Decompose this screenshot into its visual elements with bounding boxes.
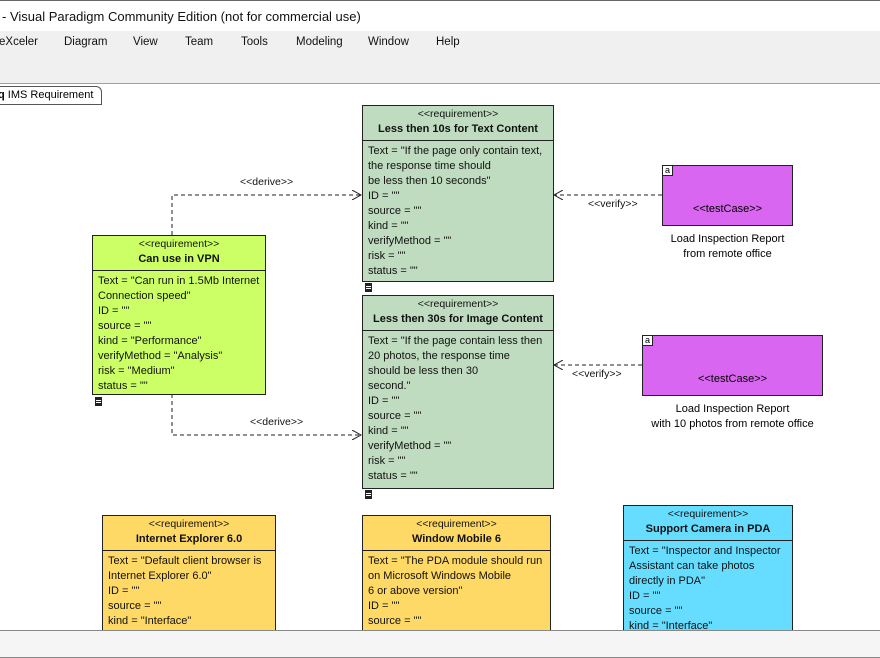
- testcase-icon: a: [643, 336, 653, 346]
- testcase-name: Load Inspection Report with 10 photos fr…: [651, 403, 814, 430]
- requirement-ie6[interactable]: <<requirement>> Internet Explorer 6.0 Tex…: [102, 515, 276, 630]
- menu-bar: eXceler Diagram View Team Tools Modeling…: [0, 31, 880, 53]
- derive-label: <<derive>>: [240, 176, 294, 188]
- requirement-text-content[interactable]: <<requirement>> Less then 10s for Text Co…: [362, 105, 554, 282]
- requirement-properties: Text = "Default client browser is Intern…: [108, 555, 262, 627]
- requirement-pda-camera[interactable]: <<requirement>> Support Camera in PDA Tex…: [623, 505, 793, 630]
- status-bar: [0, 630, 880, 658]
- derive-label: <<derive>>: [250, 416, 304, 428]
- stereotype: <<requirement>>: [148, 518, 230, 530]
- verify-label: <<verify>>: [572, 368, 622, 380]
- menu-team[interactable]: Team: [185, 36, 214, 48]
- document-icon: [95, 397, 102, 406]
- document-icon: [365, 490, 372, 499]
- diagram-tab-label: IMS Requirement: [7, 89, 94, 101]
- stereotype: <<testCase>>: [697, 373, 768, 385]
- menu-diagram[interactable]: Diagram: [64, 36, 108, 48]
- requirement-properties: Text = "If the page only contain text, t…: [368, 145, 543, 277]
- stereotype: <<requirement>>: [138, 238, 220, 250]
- derive-connector-1[interactable]: [171, 195, 361, 235]
- requirement-name: Internet Explorer 6.0: [135, 533, 243, 545]
- stereotype: <<requirement>>: [417, 108, 499, 120]
- menu-view[interactable]: View: [133, 36, 158, 48]
- testcase-name: Load Inspection Report from remote offic…: [670, 233, 785, 260]
- testcase-remote-office[interactable]: a <<testCase>> Load Inspection Report fr…: [662, 165, 793, 260]
- requirement-name: Less then 30s for Image Content: [373, 313, 543, 325]
- testcase-photos[interactable]: a <<testCase>> Load Inspection Report wi…: [642, 335, 823, 430]
- menu-help[interactable]: Help: [436, 36, 460, 48]
- connectors: [171, 84, 662, 630]
- stereotype: <<testCase>>: [692, 203, 763, 215]
- menu-exceler[interactable]: eXceler: [0, 36, 38, 48]
- verify-label: <<verify>>: [588, 198, 638, 210]
- requirement-properties: Text = "Inspector and Inspector Assistan…: [629, 545, 781, 630]
- requirement-properties: Text = "If the page contain less then 20…: [368, 335, 543, 482]
- requirement-name: Less then 10s for Text Content: [378, 123, 538, 135]
- requirement-name: Window Mobile 6: [411, 533, 502, 545]
- requirement-properties: Text = "The PDA module should run on Mic…: [368, 555, 543, 627]
- requirement-name: Can use in VPN: [138, 253, 220, 265]
- derive-connector-2[interactable]: [171, 394, 361, 435]
- diagram-tab[interactable]: q IMS Requirement: [0, 86, 103, 105]
- stereotype: <<requirement>>: [667, 508, 749, 520]
- document-icon: [365, 283, 372, 292]
- requirement-name: Support Camera in PDA: [645, 523, 771, 535]
- testcase-icon: a: [663, 166, 673, 176]
- requirement-vpn[interactable]: <<requirement>> Can use in VPN Text = "Ca…: [92, 235, 266, 395]
- window-title: - Visual Paradigm Community Edition (not…: [0, 0, 880, 31]
- stereotype: <<requirement>>: [417, 298, 499, 310]
- menu-window[interactable]: Window: [368, 36, 409, 48]
- requirement-image-content[interactable]: <<requirement>> Less then 30s for Image C…: [362, 295, 554, 489]
- diagram-icon: q: [0, 89, 5, 101]
- menu-modeling[interactable]: Modeling: [296, 36, 343, 48]
- menu-tools[interactable]: Tools: [241, 36, 268, 48]
- requirement-windows-mobile[interactable]: <<requirement>> Window Mobile 6 Text = "T…: [362, 515, 551, 630]
- toolbar: [0, 53, 880, 84]
- diagram-canvas[interactable]: <<derive>> <<derive>> <<verify>> <<verif…: [0, 84, 880, 630]
- stereotype: <<requirement>>: [416, 518, 497, 530]
- requirement-properties: Text = "Can run in 1.5Mb Internet Connec…: [98, 275, 260, 392]
